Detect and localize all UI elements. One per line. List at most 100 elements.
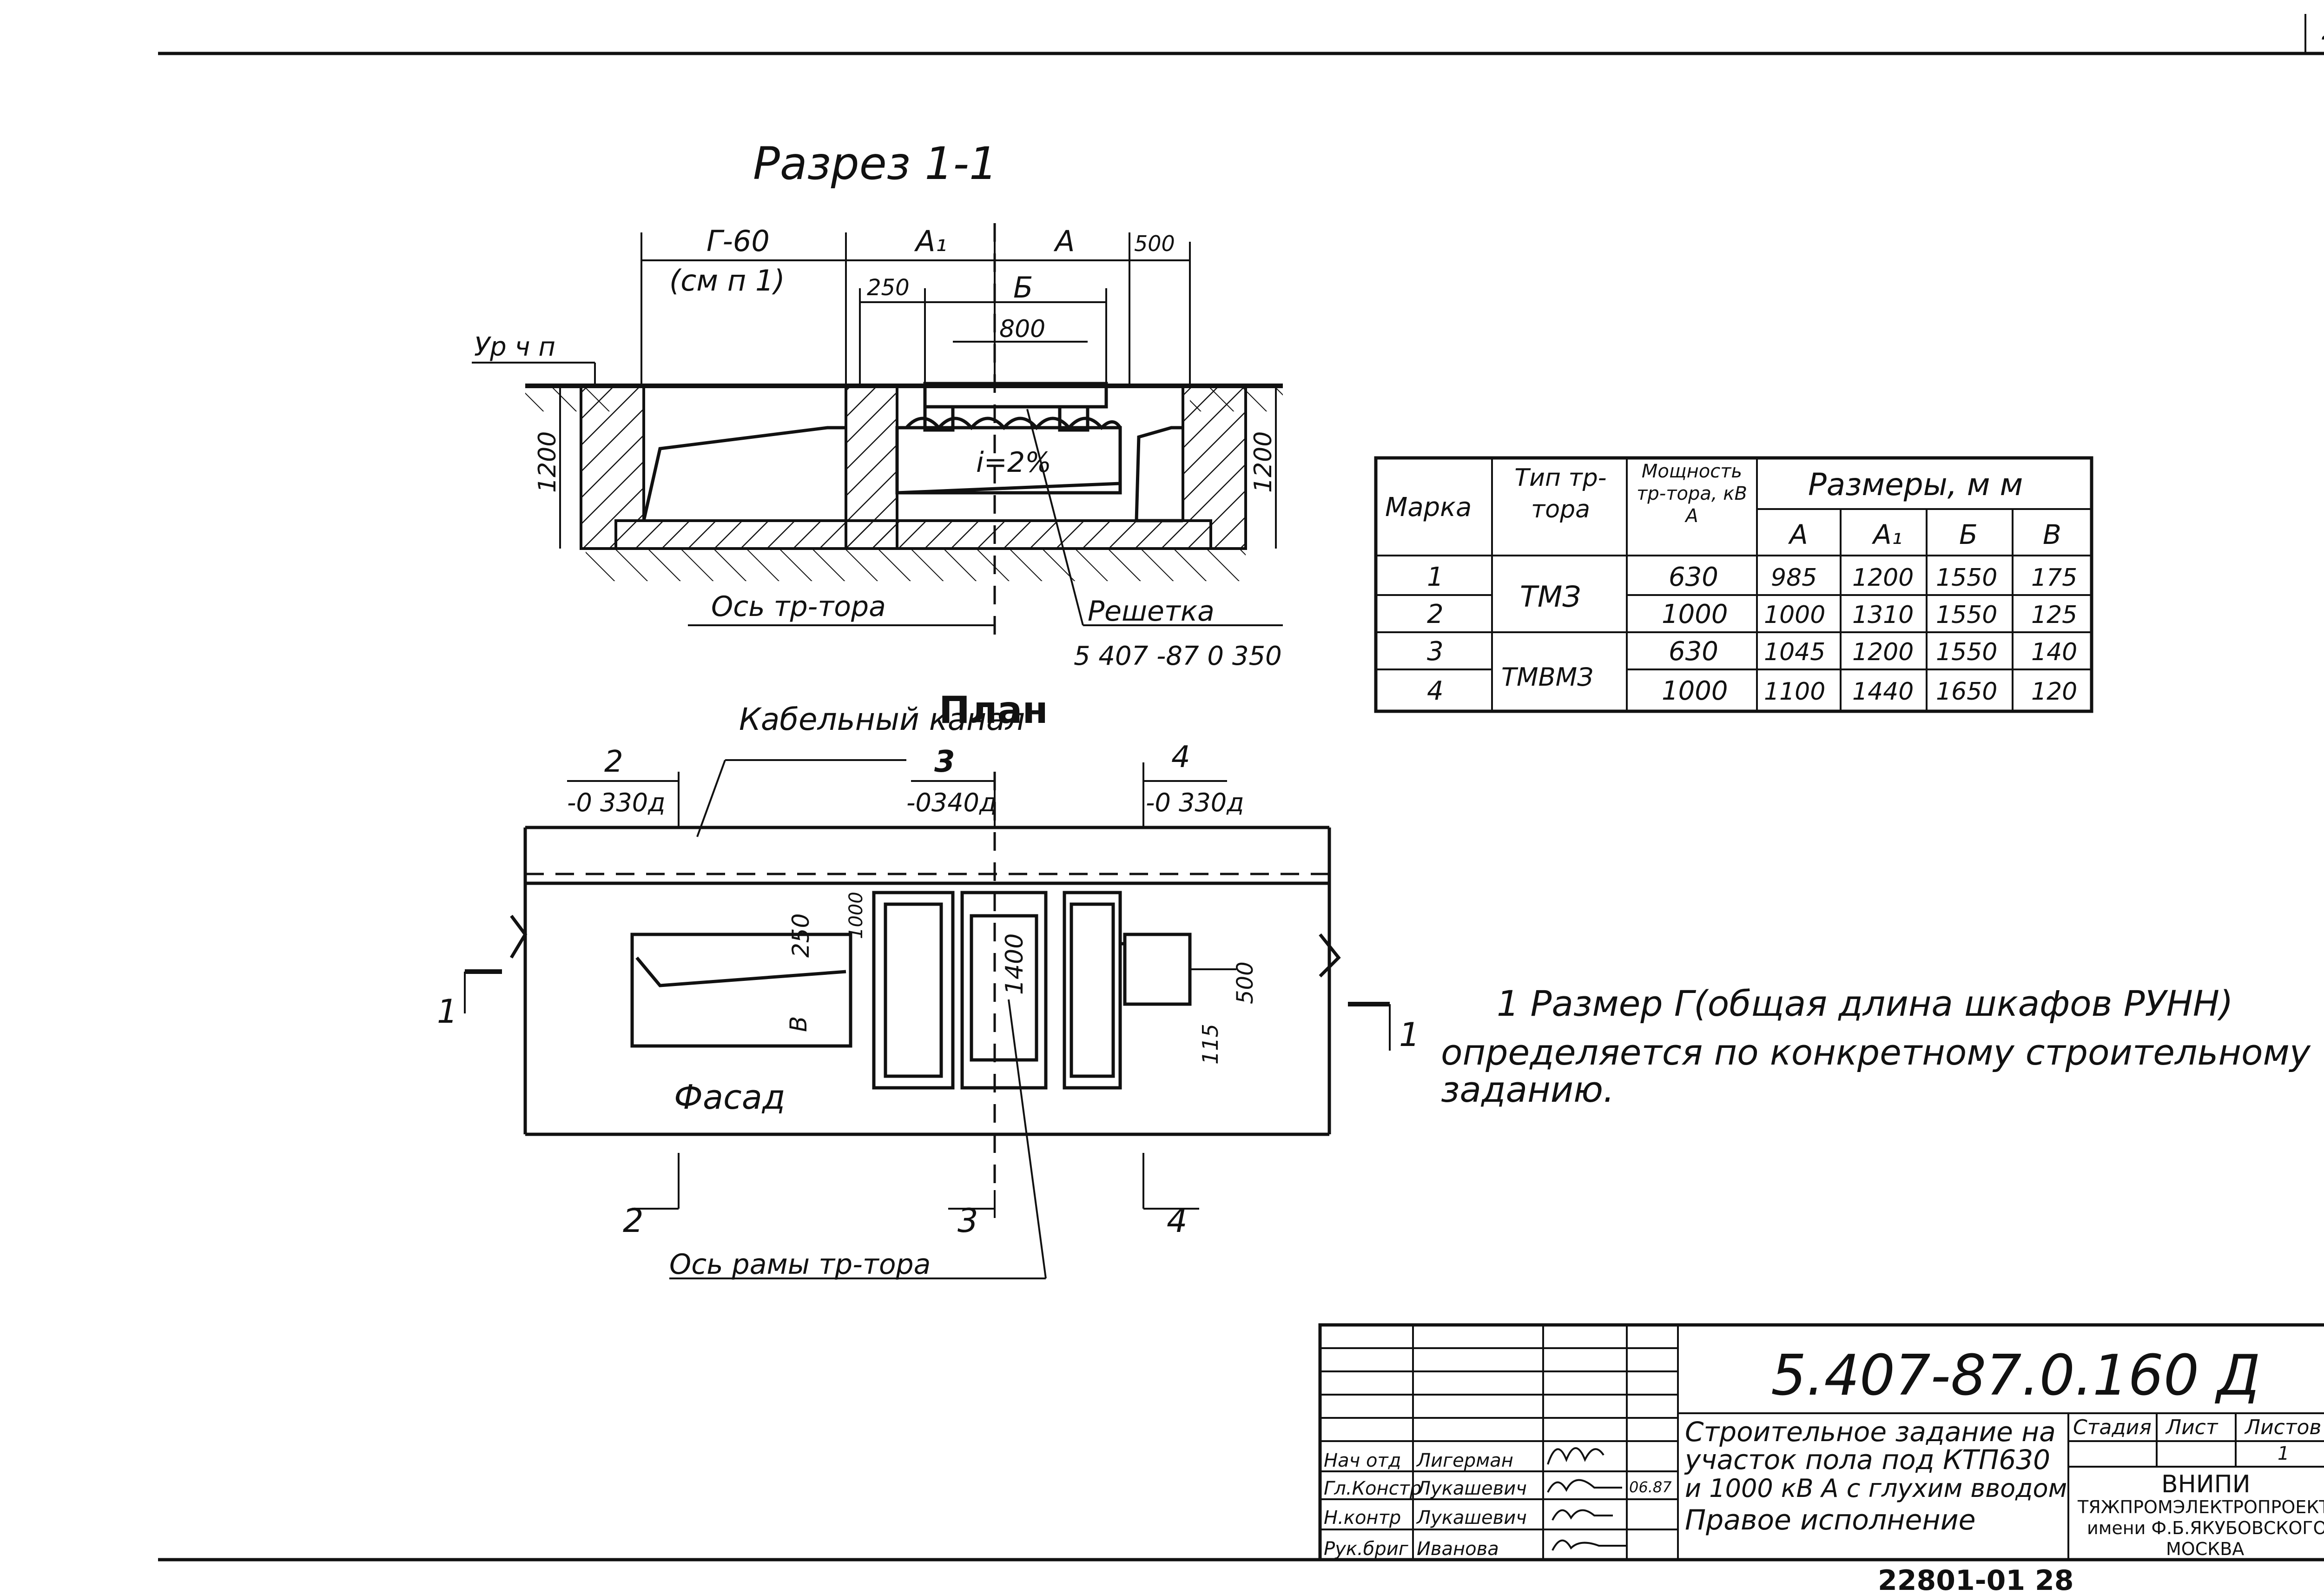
signature [1547,1447,1604,1465]
svg-text:1550: 1550 [1936,638,1997,666]
dim-1200-right: 1200 [1249,431,1277,493]
plan-title: План [939,688,1048,732]
signer-row: Гл.Констр Лукашевич 06.87 [1324,1478,1672,1499]
sizes-table: Марка Тип тр-тора Мощность тр-тора, кВ А… [1374,456,2093,713]
plan-view: План Кабельный канал Фасад 250 1000 В 14… [437,688,1420,1281]
signature [1552,1509,1613,1521]
cable-channel-label: Кабельный канал [739,702,1025,737]
grate-label: Решетка [1088,595,1215,628]
th-B: Б [1959,519,1978,550]
svg-text:1650: 1650 [1936,678,1997,706]
svg-text:Иванова: Иванова [1417,1538,1499,1560]
mark-2-num: 2 [604,745,623,779]
dim-250: 250 [867,275,910,301]
plan-dim-250: 250 [787,913,814,958]
cut-left: 1 [437,993,458,1031]
dim-a1: А₁ [914,224,947,258]
dim-b: Б [1013,271,1033,304]
table-row: 3 630 1045 1200 1550 140 [1427,636,2077,667]
dim-500: 500 [1134,231,1175,256]
sheets-label: Листов [2244,1416,2321,1439]
desc-line-2: участок пола под КТП630 [1684,1444,2050,1476]
note-line-2: определяется по конкретному строительном… [1441,1032,2311,1073]
plan-cabinet-trench [630,933,852,1048]
section-mark-2-top: 2 -0 330д [567,745,680,827]
mark-4-elev: -0 330д [1146,788,1244,817]
transformer-pit [895,426,1122,495]
mark-3-num: 3 [934,745,955,779]
signature [1552,1539,1627,1551]
type-tmz: ТМЗ [1520,580,1581,614]
plan-dim-1000: 1000 [845,892,867,939]
table-row: 4 1000 1100 1440 1650 120 [1427,676,2077,706]
th-A1: А₁ [1871,519,1902,550]
mark-3-elev: -0340д [906,788,997,817]
type-tmvmz: ТМВМЗ [1501,662,1593,692]
desc-line-1: Строительное задание на [1685,1416,2056,1448]
signer-row: Н.контр Лукашевич [1324,1507,1613,1529]
ground-hatch-bottom [586,549,1246,581]
plan-frame-right [1063,891,1122,1090]
org-line-3: имени Ф.Б.ЯКУБОВСКОГО [2087,1518,2324,1538]
section-title: Разрез 1-1 [753,138,997,190]
note-line-1: 1 Размер Г(общая длина шкафов РУНН) [1497,983,2233,1024]
svg-text:630: 630 [1669,636,1718,667]
svg-text:1550: 1550 [1936,601,1997,629]
svg-text:1440: 1440 [1852,678,1914,706]
svg-text:1: 1 [1427,562,1444,592]
svg-text:1000: 1000 [1764,601,1825,629]
svg-text:3: 3 [1427,636,1444,667]
desc-line-4: Правое исполнение [1685,1504,1976,1536]
svg-text:1550: 1550 [1936,564,1997,592]
plan-dim-500: 500 [1232,961,1258,1004]
svg-text:Гл.Констр: Гл.Констр [1324,1478,1421,1499]
frame-axis-label: Ось рамы тр-тора [669,1248,931,1281]
mark-2-bottom: 2 [623,1202,644,1240]
th-type: Тип тр-тора [1514,464,1607,523]
mark-3-bottom: 3 [957,1202,978,1240]
th-sizes: Размеры, м м [1808,467,2023,503]
svg-text:1045: 1045 [1764,638,1825,666]
svg-text:4: 4 [1427,676,1444,706]
dim-800: 800 [999,315,1045,343]
th-power: Мощность тр-тора, кВ А [1637,461,1747,527]
signature [1547,1479,1622,1493]
svg-text:Лукашевич: Лукашевич [1416,1507,1527,1529]
signer-row: Рук.бриг Иванова [1324,1538,1627,1560]
date: 06.87 [1629,1478,1672,1496]
facade-label: Фасад [674,1078,786,1117]
section-view: Разрез 1-1 i=2% Г-60 (см п 1 [472,138,1283,671]
level-label: Ур ч п [474,332,555,362]
svg-text:1100: 1100 [1764,678,1825,706]
svg-text:Н.контр: Н.контр [1324,1507,1401,1529]
page-number: 27 [2322,13,2324,46]
doc-code: 5.407-87.0.160 Д [1771,1344,2260,1408]
dim-1200-left: 1200 [534,431,561,493]
pit-bottom [614,519,1212,550]
mark-4-num: 4 [1171,740,1190,774]
svg-text:Лукашевич: Лукашевич [1416,1478,1527,1499]
dim-a: А [1053,224,1075,258]
svg-text:985: 985 [1771,564,1817,592]
svg-text:Нач отд: Нач отд [1324,1450,1401,1471]
section-mark-4-top: 4 -0 330д [1142,740,1244,827]
svg-text:1000: 1000 [1662,676,1728,706]
plan-frame-middle [960,891,1048,1090]
table-row: 1 630 985 1200 1550 175 [1427,562,2077,592]
svg-text:140: 140 [2031,638,2077,666]
signer-row: Нач отд Лигерман [1324,1447,1604,1471]
th-mark: Марка [1385,492,1472,523]
svg-text:120: 120 [2031,678,2077,706]
table-row: 2 1000 1000 1310 1550 125 [1427,599,2077,629]
plan-small-box [1123,933,1192,1006]
desc-line-3: и 1000 кВ А с глухим вводом [1685,1474,2067,1503]
svg-text:1000: 1000 [1662,599,1728,629]
note-line-3: заданию. [1441,1069,1614,1110]
svg-text:Рук.бриг: Рук.бриг [1324,1538,1409,1560]
mark-2-elev: -0 330д [567,788,665,817]
svg-text:Лигерман: Лигерман [1416,1450,1513,1471]
plan-dim-1400: 1400 [1001,933,1029,995]
mark-4-bottom: 4 [1167,1202,1188,1240]
th-V: В [2043,519,2061,550]
